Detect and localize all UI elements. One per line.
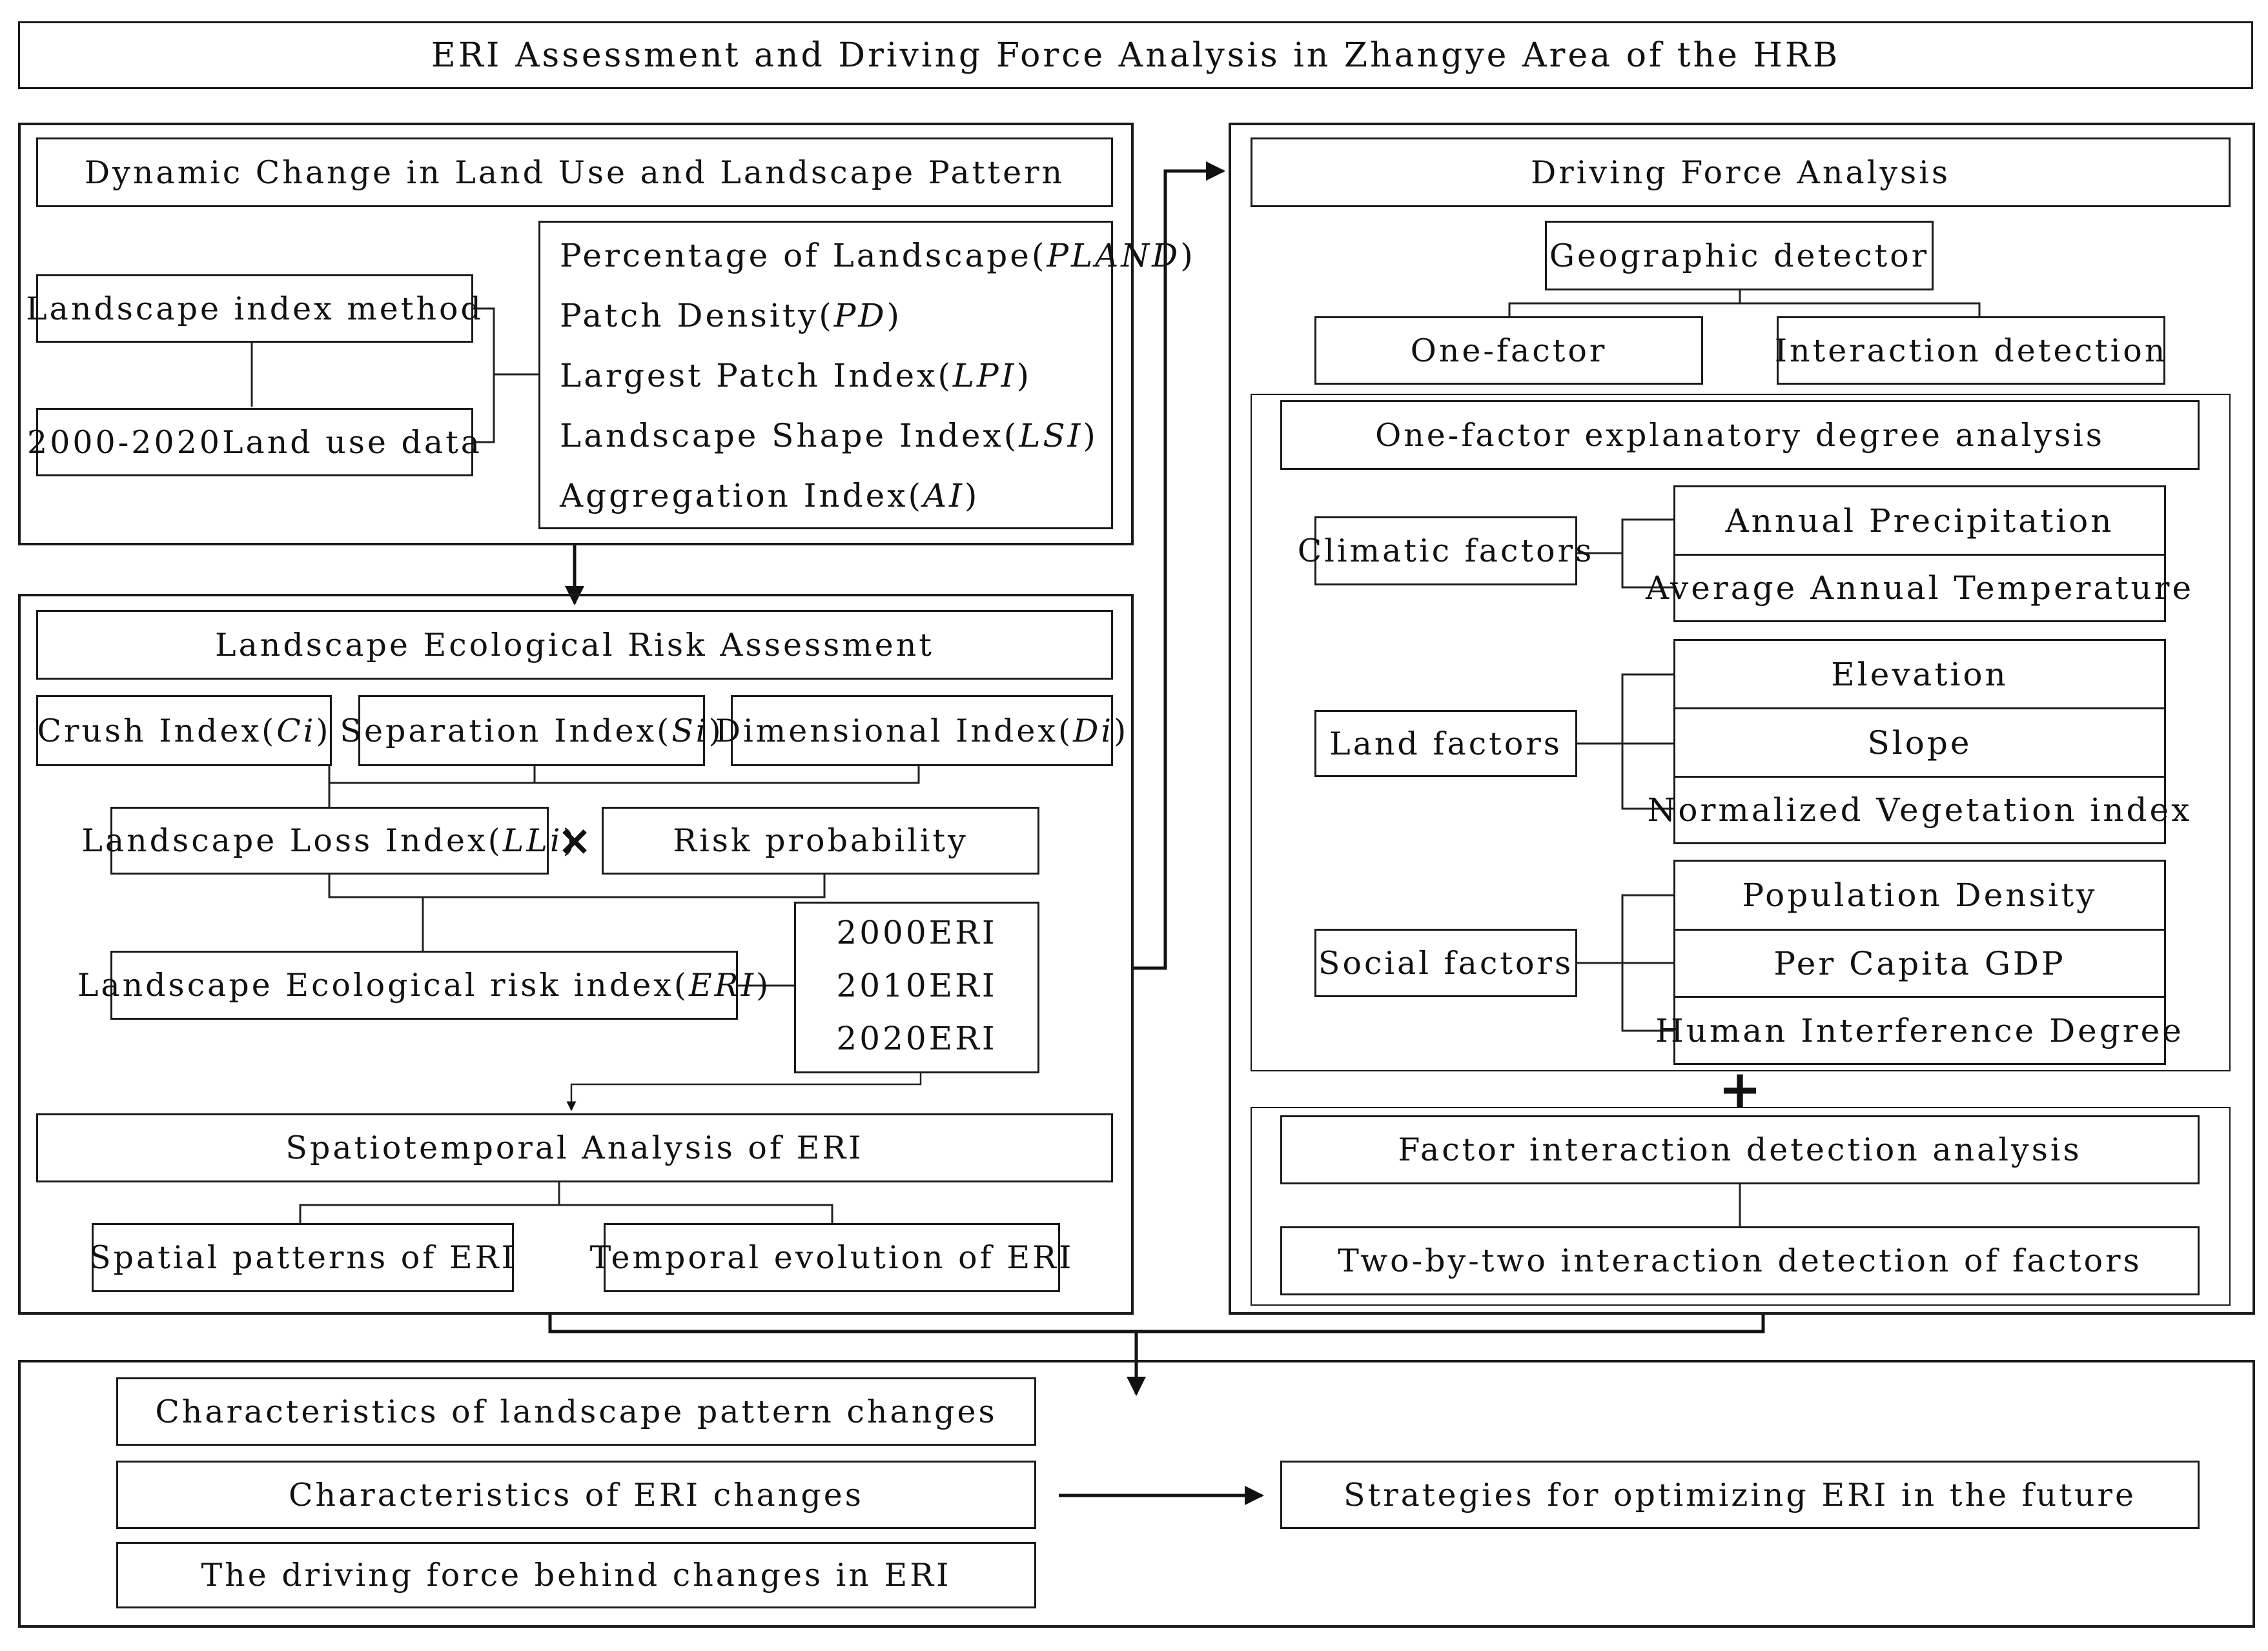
land-factors-list: Elevation Slope Normalized Vegetation in… — [1648, 639, 2189, 844]
index-pland: Percentage of Landscape(PLAND) — [560, 237, 1196, 274]
one-factor-panel — [1251, 394, 2231, 1071]
crush-index-box: Crush Index(Ci) — [36, 695, 332, 766]
landscape-pattern-panel — [18, 123, 1134, 545]
per-capita-gdp: Per Capita GDP — [1675, 929, 2164, 996]
interaction-detection-box: Interaction detection — [1775, 316, 2165, 385]
outcomes-panel — [18, 1360, 2255, 1628]
spatial-patterns-box: Spatial patterns of ERI — [89, 1223, 514, 1292]
population-density: Population Density — [1742, 876, 2098, 914]
average-annual-temperature: Average Annual Temperature — [1646, 554, 2191, 620]
social-factors-list: Population Density Per Capita GDP Human … — [1655, 860, 2181, 1065]
climatic-factors-box: Climatic factors — [1298, 516, 1591, 585]
index-lsi: Landscape Shape Index(LSI) — [560, 417, 1098, 454]
plus-icon: + — [1718, 1059, 1762, 1119]
index-ai: Aggregation Index(AI) — [560, 477, 980, 514]
separation-index-box: Separation Index(Si) — [340, 695, 721, 766]
explanatory-degree-box: One-factor explanatory degree analysis — [1280, 400, 2200, 470]
driving-force-header: Driving Force Analysis — [1251, 137, 2231, 207]
elevation: Elevation — [1831, 655, 2008, 693]
driving-force-panel — [1229, 123, 2255, 1315]
index-lpi: Largest Patch Index(LPI) — [560, 357, 1032, 394]
risk-assessment-panel — [18, 594, 1134, 1315]
slope: Slope — [1675, 707, 2164, 776]
eri-year-2010: 2010ERI — [836, 967, 997, 1004]
landscape-indices-list: Percentage of Landscape(PLAND) Patch Den… — [538, 221, 1196, 529]
two-by-two-box: Two-by-two interaction detection of fact… — [1280, 1226, 2200, 1295]
eri-index-box: Landscape Ecological risk index(ERI) — [77, 951, 768, 1020]
social-factors-box: Social factors — [1314, 929, 1577, 997]
optimization-strategy-box: Strategies for optimizing ERI in the fut… — [1280, 1461, 2200, 1529]
driving-force-changes-box: The driving force behind changes in ERI — [116, 1542, 1036, 1608]
risk-assessment-header: Landscape Ecological Risk Assessment — [36, 610, 1113, 680]
land-factors-box: Land factors — [1314, 710, 1577, 777]
eri-year-2000: 2000ERI — [836, 914, 997, 951]
geographic-detector-box: Geographic detector — [1545, 221, 1934, 290]
annual-precipitation: Annual Precipitation — [1725, 501, 2114, 540]
climatic-factors-list: Annual Precipitation Average Annual Temp… — [1646, 485, 2191, 622]
spatiotemporal-analysis-box: Spatiotemporal Analysis of ERI — [36, 1113, 1113, 1182]
index-pd: Patch Density(PD) — [560, 297, 903, 334]
landscape-pattern-changes-box: Characteristics of landscape pattern cha… — [116, 1377, 1036, 1446]
eri-years-box: 2000ERI 2010ERI 2020ERI — [794, 902, 1039, 1073]
risk-probability-box: Risk probability — [602, 807, 1039, 875]
landscape-pattern-header: Dynamic Change in Land Use and Landscape… — [36, 137, 1113, 207]
one-factor-box: One-factor — [1314, 316, 1703, 385]
interaction-panel — [1251, 1107, 2231, 1306]
eri-year-2020: 2020ERI — [836, 1020, 997, 1057]
landscape-loss-index-box: Landscape Loss Index(LLi) — [81, 807, 575, 875]
eri-changes-box: Characteristics of ERI changes — [116, 1461, 1036, 1529]
diagram-title: ERI Assessment and Driving Force Analysi… — [18, 21, 2253, 89]
human-interference-degree: Human Interference Degree — [1655, 996, 2181, 1063]
multiply-icon: × — [557, 817, 592, 865]
temporal-evolution-box: Temporal evolution of ERI — [590, 1223, 1071, 1292]
normalized-vegetation-index: Normalized Vegetation index — [1648, 776, 2189, 842]
land-use-data-box: 2000-2020Land use data — [27, 408, 480, 476]
dimensional-index-box: Dimensional Index(Di) — [715, 695, 1126, 766]
landscape-index-method-box: Landscape index method — [26, 274, 481, 343]
factor-interaction-box: Factor interaction detection analysis — [1280, 1115, 2200, 1184]
